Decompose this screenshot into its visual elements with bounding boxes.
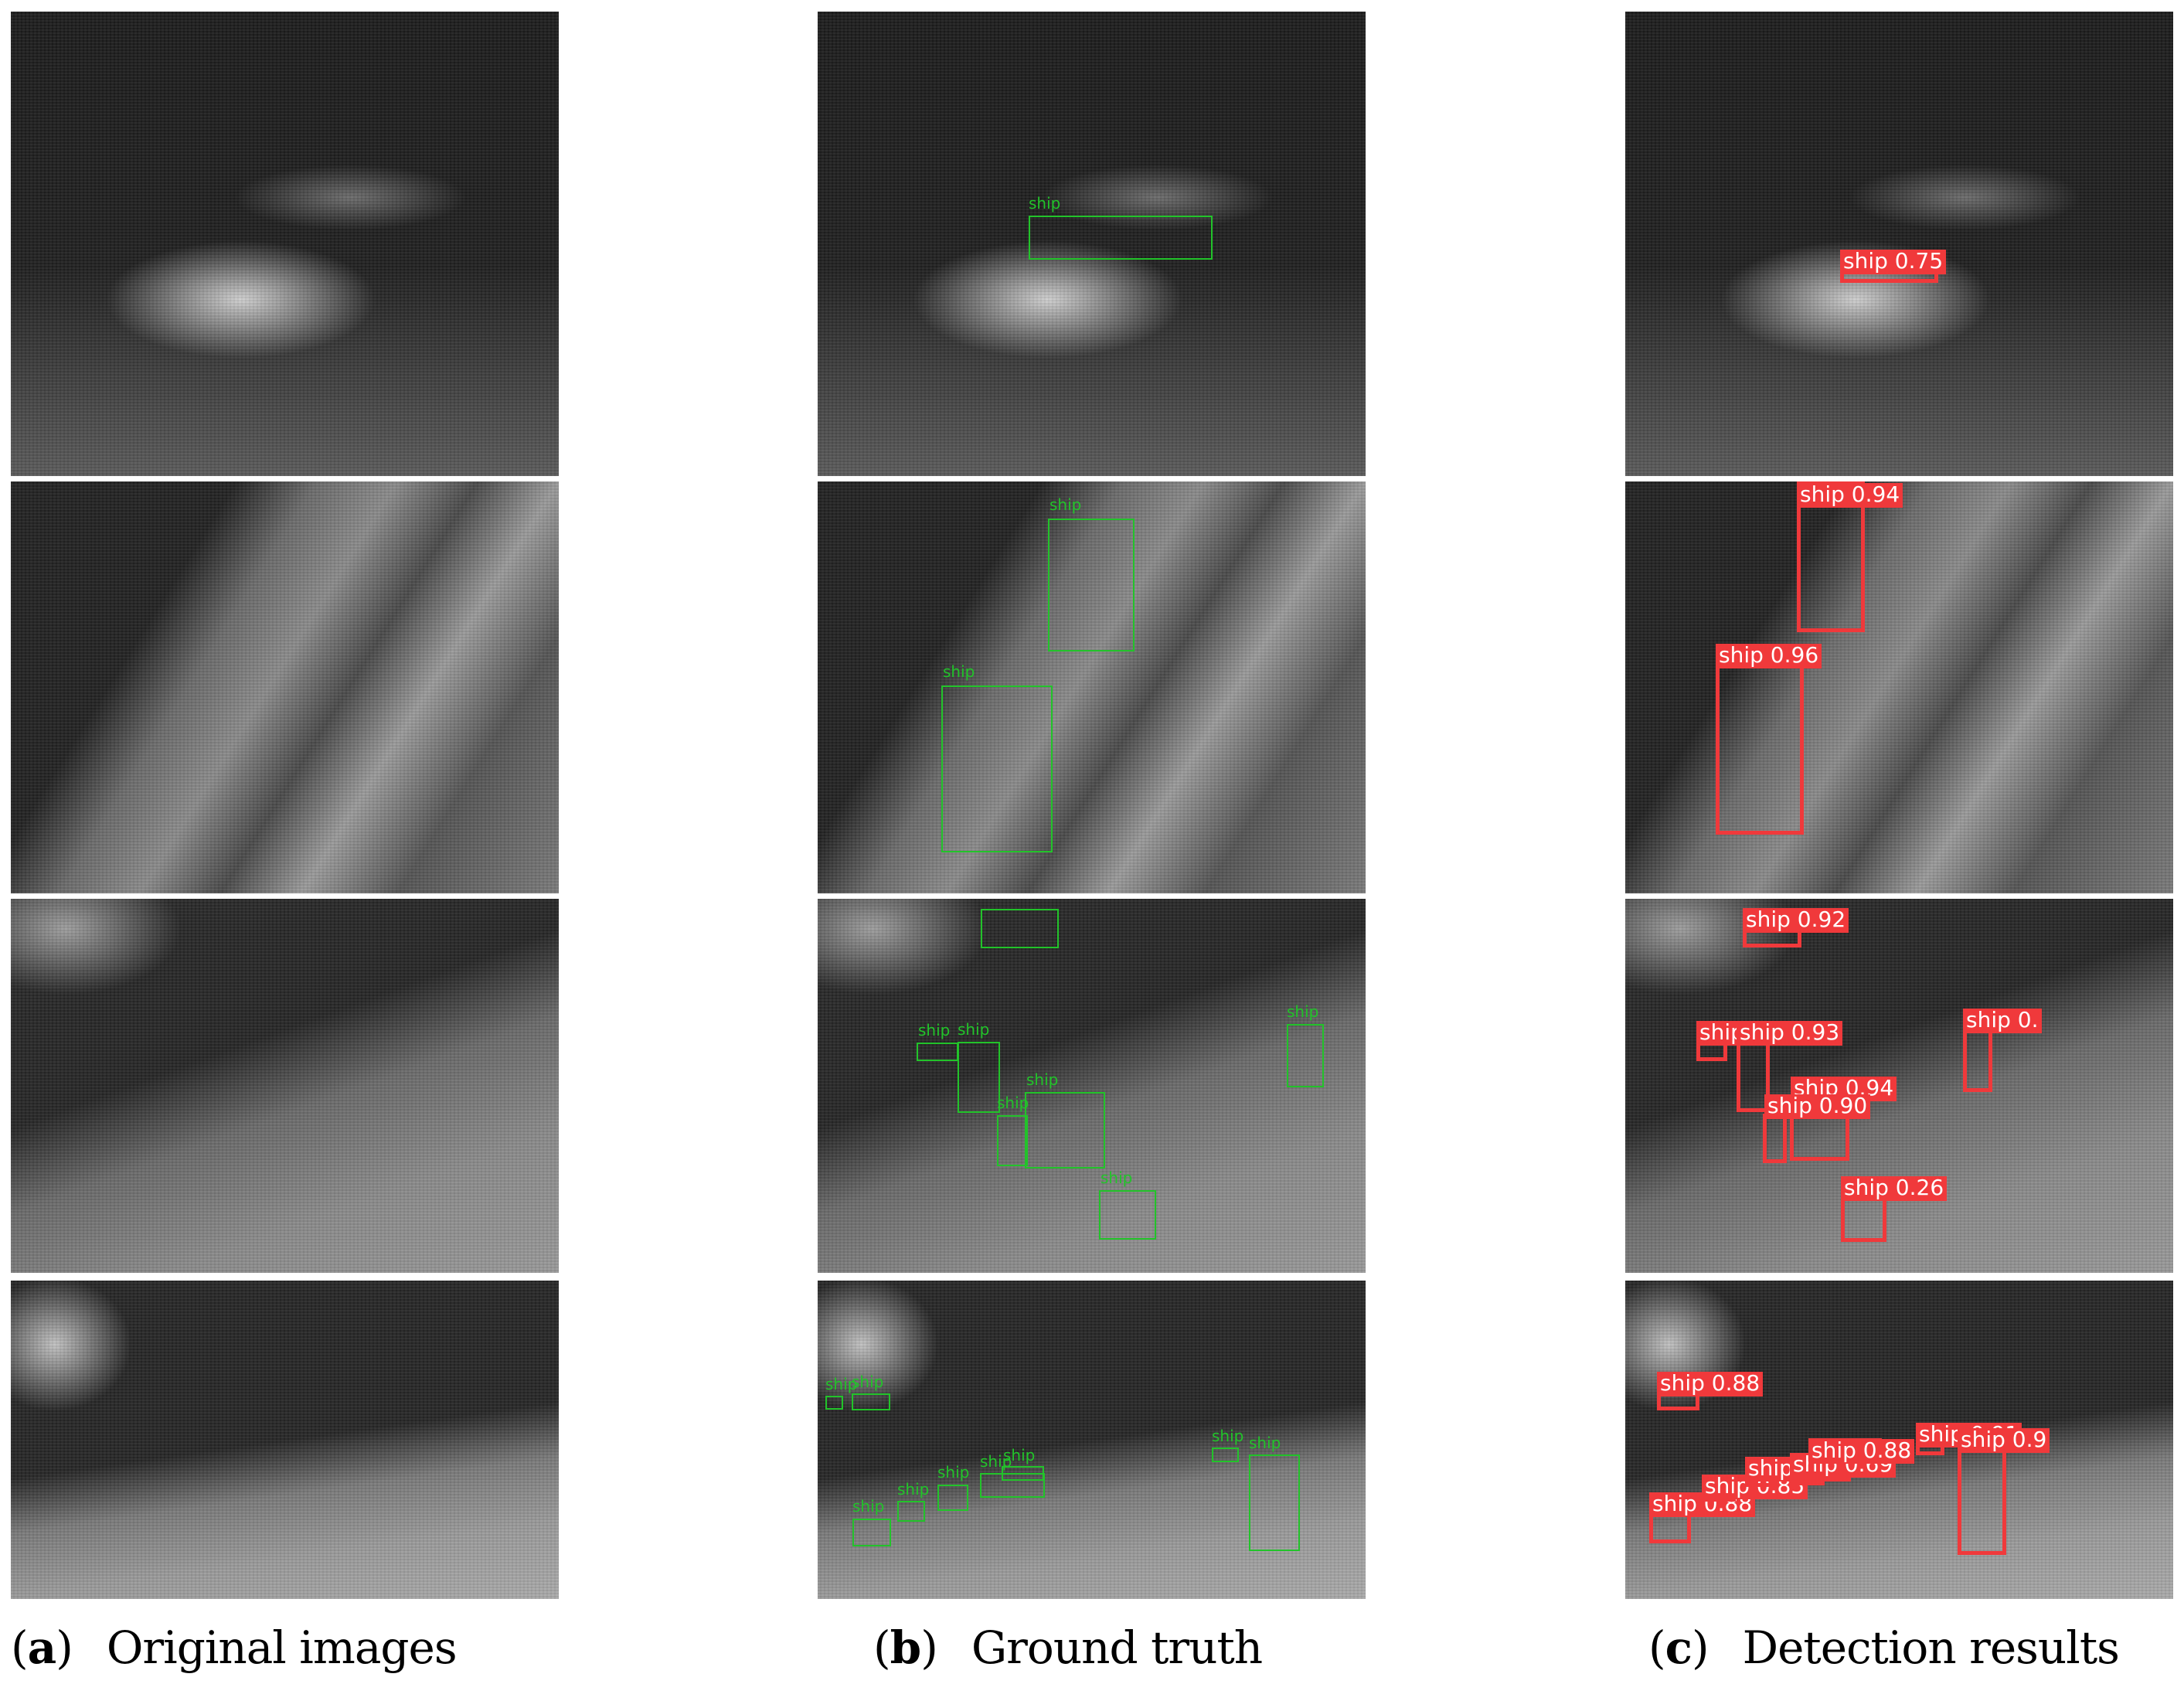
sar-texture [818,481,1366,893]
caption-b-title: Ground truth [971,1621,1263,1674]
ground-truth-label: ship [1101,1169,1133,1187]
caption-a-letter: a [27,1621,57,1674]
detection-label: ship 0.26 [1841,1176,1948,1201]
caption-b-open-paren: ( [873,1621,891,1674]
sar-texture [818,12,1366,476]
ground-truth-label: ship [1249,1434,1281,1452]
ground-truth-label: ship [937,1463,970,1482]
detection-label: ship 0.96 [1716,644,1822,668]
detection-label: ship 0.9 [1958,1428,2050,1453]
ground-truth-box [981,909,1059,948]
ground-truth-label: ship [958,1020,990,1039]
ground-truth-box [1029,216,1213,260]
ground-truth-box [1212,1448,1239,1462]
ground-truth-box [1025,1092,1105,1169]
sar-texture [11,481,559,893]
ground-truth-box [1002,1466,1044,1481]
ground-truth-label: ship [1026,1070,1059,1089]
sar-texture [11,1281,559,1599]
sar-texture [1625,899,2173,1273]
sar-image-a-row-2 [11,481,559,893]
sar-image-b-row-2: ship ship [818,481,1366,893]
ground-truth-label: ship [897,1480,930,1499]
ground-truth-box [1249,1454,1300,1551]
caption-a-close-paren: ) [56,1621,73,1674]
detection-label: ship 0.92 [1743,908,1849,933]
ground-truth-label: ship [980,1452,1012,1471]
ground-truth-label: ship [918,1021,951,1039]
caption-c-letter: c [1665,1621,1692,1674]
ground-truth-box [1287,1024,1324,1087]
caption-c-open-paren: ( [1648,1621,1666,1674]
sar-image-a-row-3 [11,899,559,1273]
ground-truth-label: ship [1029,194,1061,213]
ground-truth-label: ship [852,1497,885,1516]
sar-texture [11,12,559,476]
sar-image-c-row-2: ship 0.94 ship 0.96 [1625,481,2173,893]
detection-box [1841,1196,1886,1242]
caption-a: (a) Original images [11,1621,458,1674]
sar-image-a-row-4 [11,1281,559,1599]
ground-truth-label: ship [943,662,975,681]
sar-texture [818,1281,1366,1599]
ground-truth-box [897,1501,925,1522]
sar-texture [11,899,559,1273]
caption-a-open-paren: ( [11,1621,29,1674]
detection-label: ship 0.94 [1797,483,1903,508]
sar-image-c-row-1: ship 0.75 [1625,12,2173,476]
sar-image-a-row-1 [11,12,559,476]
ground-truth-label: ship [997,1094,1029,1112]
detection-box [1958,1444,2006,1555]
ground-truth-label: ship [825,1375,858,1393]
ground-truth-box [852,1519,891,1546]
caption-b-close-paren: ) [920,1621,938,1674]
detection-label: ship 0.93 [1737,1021,1843,1046]
caption-c: (c) Detection results [1648,1621,2120,1674]
ground-truth-box [852,1393,890,1410]
detection-label: ship 0.88 [1657,1372,1764,1397]
sar-image-b-row-3: ship ship ship ship ship ship [818,899,1366,1273]
ground-truth-box [825,1396,843,1410]
caption-c-close-paren: ) [1691,1621,1709,1674]
ground-truth-label: ship [1287,1002,1319,1021]
ground-truth-box [937,1485,968,1511]
ground-truth-box [917,1043,958,1061]
sar-texture [1625,12,2173,476]
detection-box [1763,1114,1787,1163]
detection-label: ship 0.90 [1764,1094,1871,1119]
ground-truth-label: ship [1212,1427,1244,1445]
ground-truth-box [941,686,1053,852]
sar-image-b-row-1: ship [818,12,1366,476]
ground-truth-box [958,1042,1000,1113]
ground-truth-label: ship [1049,495,1082,514]
ground-truth-box [980,1473,1045,1498]
caption-b: (b) Ground truth [873,1621,1263,1674]
ground-truth-label: ship [1003,1446,1036,1465]
sar-texture [1625,481,2173,893]
caption-b-letter: b [890,1621,922,1674]
ground-truth-label: ship [852,1373,884,1391]
detection-label: ship 0. [1963,1009,2042,1033]
detection-box [1716,665,1804,835]
ground-truth-box [997,1115,1028,1166]
detection-box [1963,1027,1992,1092]
ground-truth-box [1048,519,1135,651]
detection-label: ship 0.75 [1840,250,1947,274]
caption-c-title: Detection results [1742,1621,2120,1674]
caption-a-title: Original images [106,1621,458,1674]
sar-texture [818,899,1366,1273]
ground-truth-box [1099,1190,1156,1240]
detection-label: ship 0.88 [1808,1439,1915,1464]
